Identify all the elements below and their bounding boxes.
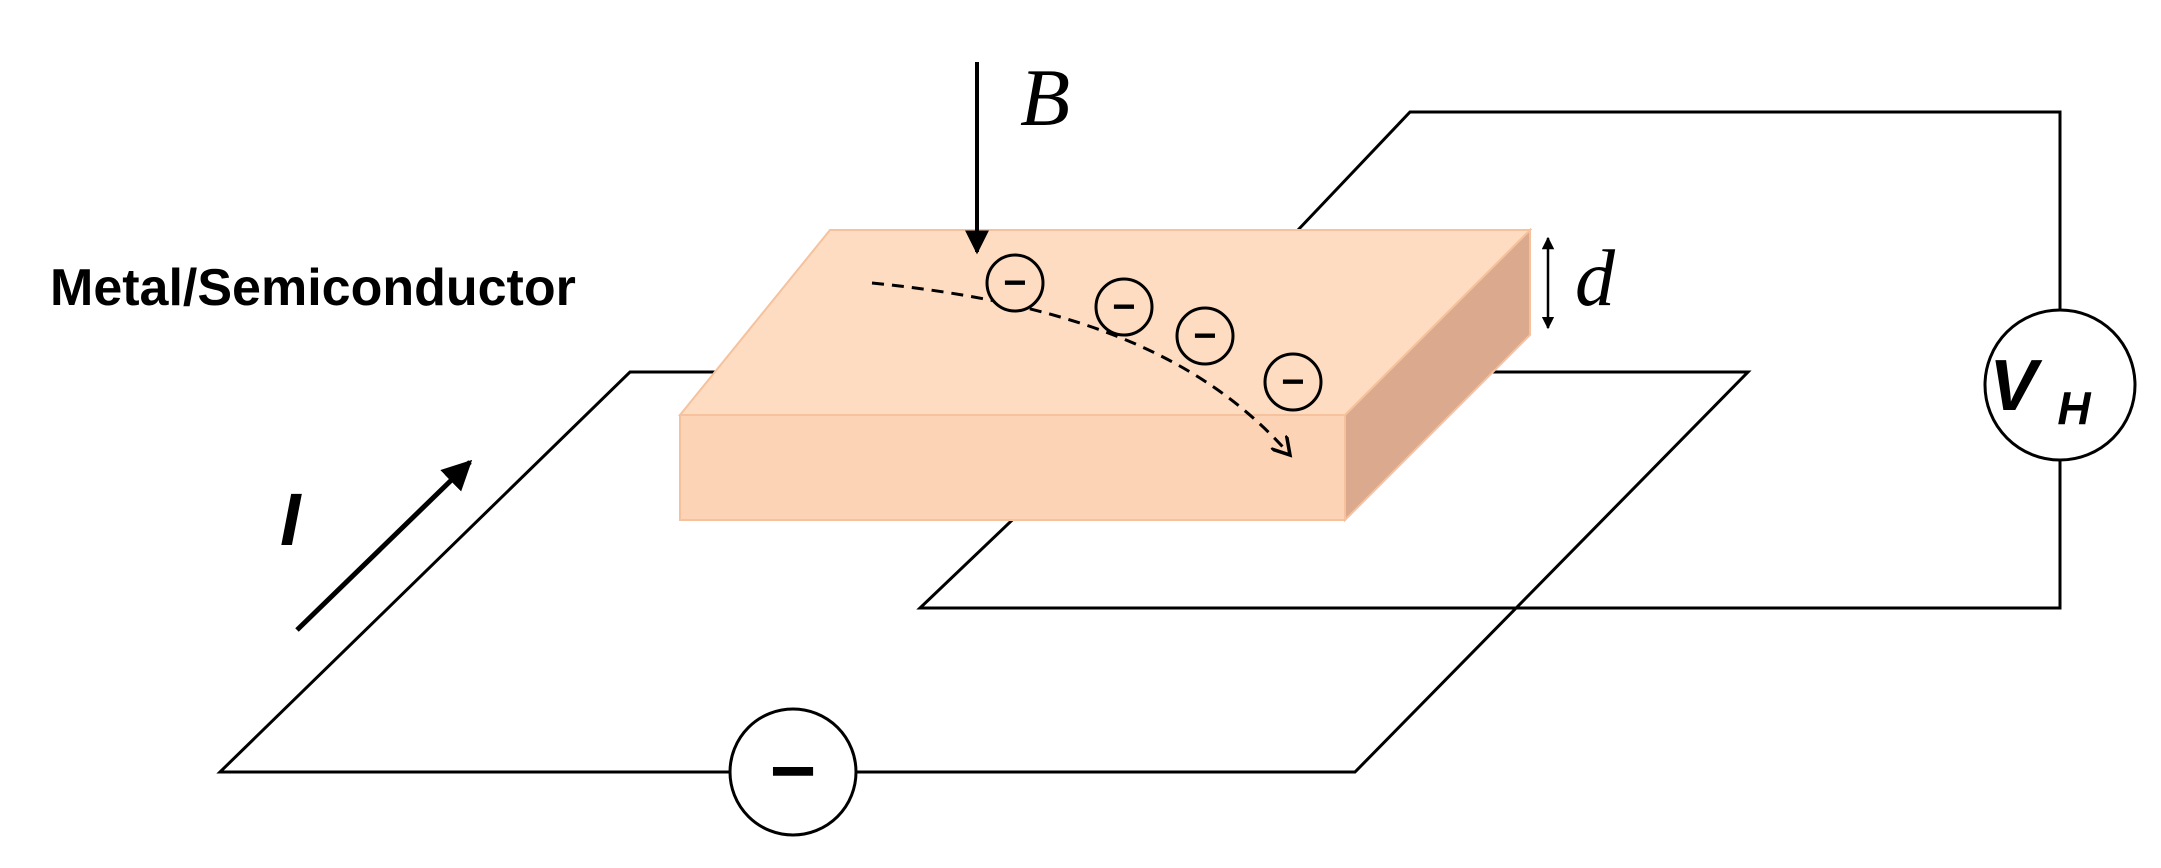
hall-top-wire [1296,110,2062,310]
material-label: Metal/Semiconductor [50,259,576,317]
svg-text:−: − [1281,360,1304,404]
svg-text:−: − [1112,285,1135,329]
svg-text:−: − [1193,314,1216,358]
current-arrow [295,459,473,632]
hall-voltmeter: V H [1983,308,2137,462]
electron: − [1094,277,1154,337]
svg-text:V H: V H [1989,346,2091,434]
electron: − [1175,306,1235,366]
hall-voltage-symbol: V [1989,346,2043,426]
electron: − [1263,352,1323,412]
current-label: I [280,478,302,561]
hall-voltage-subscript: H [2057,382,2091,434]
magnetic-field-label: B [1020,52,1070,143]
electron-trajectory [871,281,1290,455]
current-source: − [728,707,858,837]
current-loop-left [216,370,730,774]
slab-front-face [679,414,1346,521]
current-loop-bottom-right [856,370,1752,774]
electron: − [985,253,1045,313]
thickness-label: d [1575,235,1616,323]
metal-semiconductor-slab [677,227,1533,523]
hall-bottom-wire [916,460,2062,610]
svg-text:−: − [770,726,817,815]
svg-text:−: − [1003,261,1026,305]
